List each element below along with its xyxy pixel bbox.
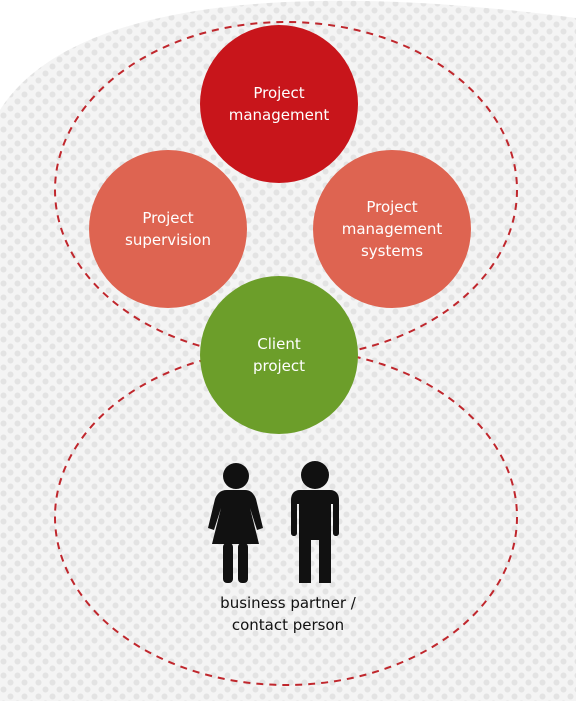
project-management-label: Project management <box>228 84 330 124</box>
female-person-icon <box>208 463 263 583</box>
client-project-label: Client project <box>252 335 306 375</box>
lower-dashed-ellipse <box>54 348 518 686</box>
male-person-icon <box>291 461 339 583</box>
business-partner-caption: business partner / contact person <box>220 594 356 634</box>
project-supervision-circle <box>89 150 247 308</box>
project-management-circle <box>200 25 358 183</box>
project-management-systems-circle <box>313 150 471 308</box>
project-management-systems-label: Project management systems <box>341 198 443 260</box>
client-project-circle <box>200 276 358 434</box>
project-supervision-label: Project supervision <box>125 209 211 249</box>
